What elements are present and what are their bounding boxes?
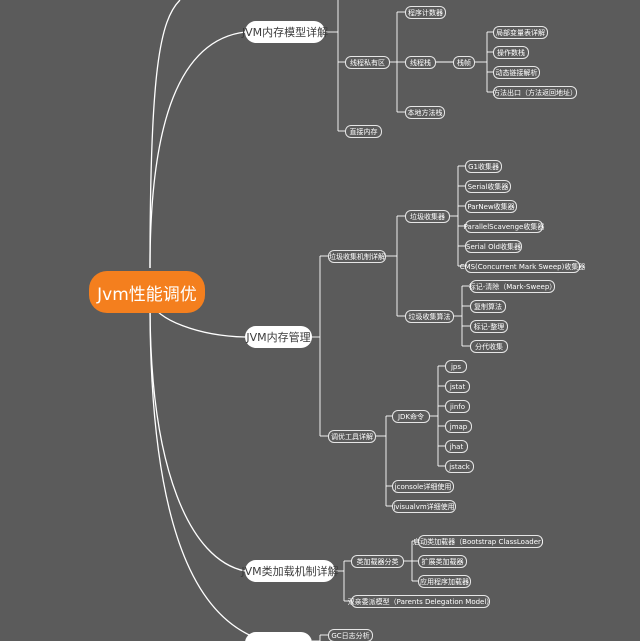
node-program-counter: 程序计数器 [405, 6, 446, 19]
node-frame-item: 操作数栈 [493, 46, 529, 59]
node-gc-log: GC日志分析 [328, 629, 373, 641]
node-jdk-item: jmap [445, 420, 472, 433]
node-collector-item: Serial收集器 [465, 180, 511, 193]
branch-bottom [245, 632, 312, 641]
node-jconsole: jconsole详细使用 [392, 480, 454, 493]
node-native-method-stack: 本地方法栈 [405, 106, 445, 119]
branch-memory-model: JVM内存模型详解 [242, 21, 328, 43]
node-direct-memory: 直接内存 [345, 125, 382, 138]
node-loader-item: 启动类加载器（Bootstrap ClassLoader） [413, 535, 548, 548]
node-loader-item: 应用程序加载器 [418, 575, 471, 588]
node-jdk-item: jinfo [445, 400, 470, 413]
root-node: Jvm性能调优 [89, 271, 205, 313]
node-jdk-item: jstack [445, 460, 474, 473]
node-gc-algorithms: 垃圾收集算法 [405, 310, 454, 323]
node-algorithm-item: 复制算法 [470, 300, 506, 313]
node-jvisualvm: jvisualvm详细使用 [392, 500, 456, 513]
node-loader-item: 扩展类加载器 [418, 555, 467, 568]
node-tuning-tools: 调优工具详解 [328, 430, 376, 443]
node-collector-item: G1收集器 [465, 160, 502, 173]
branch-class-loading: JVM类加载机制详解 [241, 560, 339, 582]
node-gc-mechanism: 垃圾收集机制详解 [328, 250, 386, 263]
node-stack-frame: 栈帧 [453, 56, 475, 69]
node-frame-item: 局部变量表详解 [493, 26, 548, 39]
node-algorithm-item: 标记-清除（Mark-Sweep） [469, 280, 556, 293]
node-jdk-item: jps [445, 360, 467, 373]
node-collector-item: Serial Old收集器 [465, 240, 522, 253]
node-thread-stack: 线程栈 [405, 56, 436, 69]
node-frame-item: 动态链接解析 [493, 66, 540, 79]
node-collector-item: ParNew收集器 [465, 200, 517, 213]
node-jdk-commands: JDK命令 [392, 410, 430, 423]
branch-memory-management: JVM内存管理 [245, 326, 312, 348]
node-jdk-item: jstat [445, 380, 470, 393]
node-loader-types: 类加载器分类 [351, 555, 404, 568]
node-collector-item: CMS(Concurrent Mark Sweep)收集器 [460, 260, 585, 273]
node-frame-item: 方法出口（方法返回地址） [493, 86, 577, 99]
node-jdk-item: jhat [445, 440, 468, 453]
node-thread-private: 线程私有区 [345, 56, 390, 69]
node-algorithm-item: 标记-整理 [470, 320, 508, 333]
node-algorithm-item: 分代收集 [470, 340, 508, 353]
node-parents-delegation: 双亲委派模型（Parents Delegation Model） [348, 595, 493, 608]
node-collector-item: ParallelScavenge收集器 [464, 220, 544, 233]
node-collectors: 垃圾收集器 [405, 210, 450, 223]
